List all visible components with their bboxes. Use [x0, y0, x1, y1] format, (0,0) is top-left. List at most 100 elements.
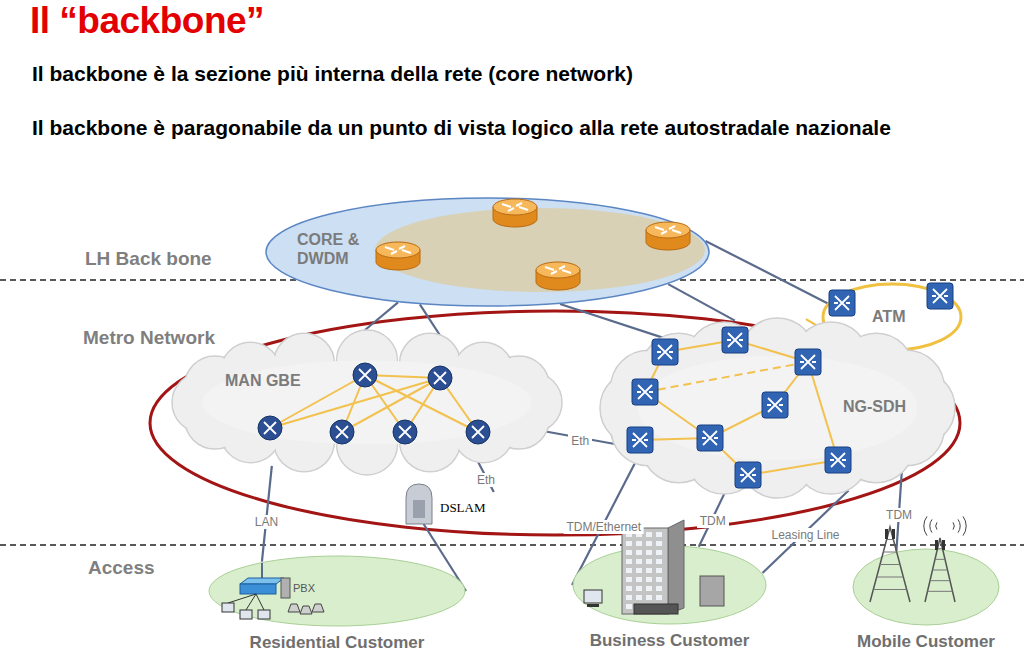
router-arrows: [434, 372, 446, 384]
core-network-ring: CORE & DWDM: [265, 197, 710, 307]
man-cloud: MAN GBE: [172, 330, 562, 475]
network-link: [706, 241, 828, 303]
radio-wave: [924, 516, 927, 535]
router-top: [376, 242, 420, 258]
node-label: DSLAM: [440, 500, 506, 516]
router-arrows: [655, 226, 681, 234]
switch-icon: [825, 447, 851, 473]
customer-heading: Mobile Customer: [812, 632, 1024, 652]
node-shape: [208, 555, 466, 627]
building-front: [622, 528, 668, 614]
label-slot: Metro Network: [83, 327, 215, 349]
link-label-slot: LAN: [266, 519, 295, 537]
router-icon: [353, 363, 377, 387]
building-window: [656, 541, 662, 546]
building-window: [656, 577, 662, 582]
building-window: [646, 541, 652, 546]
node-outline: [266, 198, 709, 306]
link-label: TDM: [697, 514, 729, 528]
core-inner: [375, 208, 705, 292]
phone-icon: [288, 604, 300, 612]
server-rack: [700, 576, 724, 606]
router-arrows: [472, 426, 484, 438]
lan-drop: [261, 563, 263, 580]
layer-name: LH Back bone: [85, 248, 212, 270]
building-window: [626, 577, 632, 582]
customer-area: Business Customer: [572, 545, 767, 625]
network-link: [763, 490, 849, 573]
router-top: [536, 262, 580, 278]
building-window: [626, 559, 632, 564]
sdh-cloud: NG-SDH: [600, 318, 955, 498]
label-slot: Access: [88, 557, 155, 579]
customer-heading: Business Customer: [532, 631, 807, 651]
tower-brace: [935, 559, 945, 560]
switch-arrows: [800, 355, 816, 369]
tower-brace: [933, 570, 948, 571]
router-arrows: [502, 203, 528, 211]
building-window: [656, 586, 662, 591]
server-rack: [634, 604, 678, 614]
router-arrows: [545, 266, 571, 274]
building-window: [646, 550, 652, 555]
router-arrows: [385, 246, 411, 254]
title-slot: Il “backbone”: [30, 0, 264, 42]
link-label: TDM/Ethernet: [563, 520, 644, 534]
lan-cable: [256, 594, 264, 610]
building-window: [626, 568, 632, 573]
link-label-slot: Eth: [486, 477, 510, 495]
switch-icon: [829, 290, 855, 316]
router-icon: [466, 420, 490, 444]
building-window: [626, 541, 632, 546]
radio-wave: [958, 519, 960, 532]
radio-wave: [936, 522, 937, 529]
switch-arrows: [632, 433, 648, 447]
switch-arrows: [834, 296, 850, 310]
network-link: [668, 284, 735, 321]
tower-brace: [883, 552, 896, 553]
router-icon: [393, 420, 417, 444]
node-shape: [852, 548, 1000, 626]
switch-icon: [795, 349, 821, 375]
node-shape: [172, 330, 562, 475]
link-label: TDM: [883, 508, 915, 522]
node-icons: [870, 516, 966, 602]
node-icons: [375, 199, 705, 292]
lan-switch: [240, 584, 276, 594]
switch-arrows: [740, 468, 756, 482]
switch-arrows: [702, 431, 718, 445]
tower-brace: [887, 539, 894, 540]
node-icons: [584, 520, 724, 614]
link-label-slot: TDM: [899, 512, 931, 530]
building-window: [646, 568, 652, 573]
layer-name: Access: [88, 557, 155, 579]
link-line: [808, 362, 838, 460]
building-window: [636, 559, 642, 564]
building-window: [656, 532, 662, 537]
link-label: Eth: [474, 473, 498, 487]
router-arrows: [359, 369, 371, 381]
router-icon: [428, 366, 452, 390]
radio-wave: [930, 519, 932, 532]
antenna: [885, 529, 888, 539]
link-label: Leasing Line: [768, 528, 842, 542]
pc-base: [587, 604, 599, 607]
radio-wave: [953, 522, 954, 529]
antenna: [942, 540, 945, 550]
switch-arrows: [727, 333, 743, 347]
pbx-box: [281, 578, 290, 598]
switch-arrows: [767, 398, 783, 412]
building-window: [636, 577, 642, 582]
layer-divider: [0, 544, 1024, 546]
network-link: [420, 304, 440, 335]
building-window: [656, 568, 662, 573]
pc-monitor: [258, 610, 270, 619]
customer-area: Mobile Customer: [852, 548, 1000, 626]
label-slot: LH Back bone: [85, 248, 212, 270]
building-window: [626, 595, 632, 600]
building-window: [646, 559, 652, 564]
tower-brace: [873, 589, 906, 590]
dslam-slot: [413, 500, 425, 518]
device-label: PBX: [293, 582, 315, 594]
node-label: MAN GBE: [225, 372, 315, 390]
